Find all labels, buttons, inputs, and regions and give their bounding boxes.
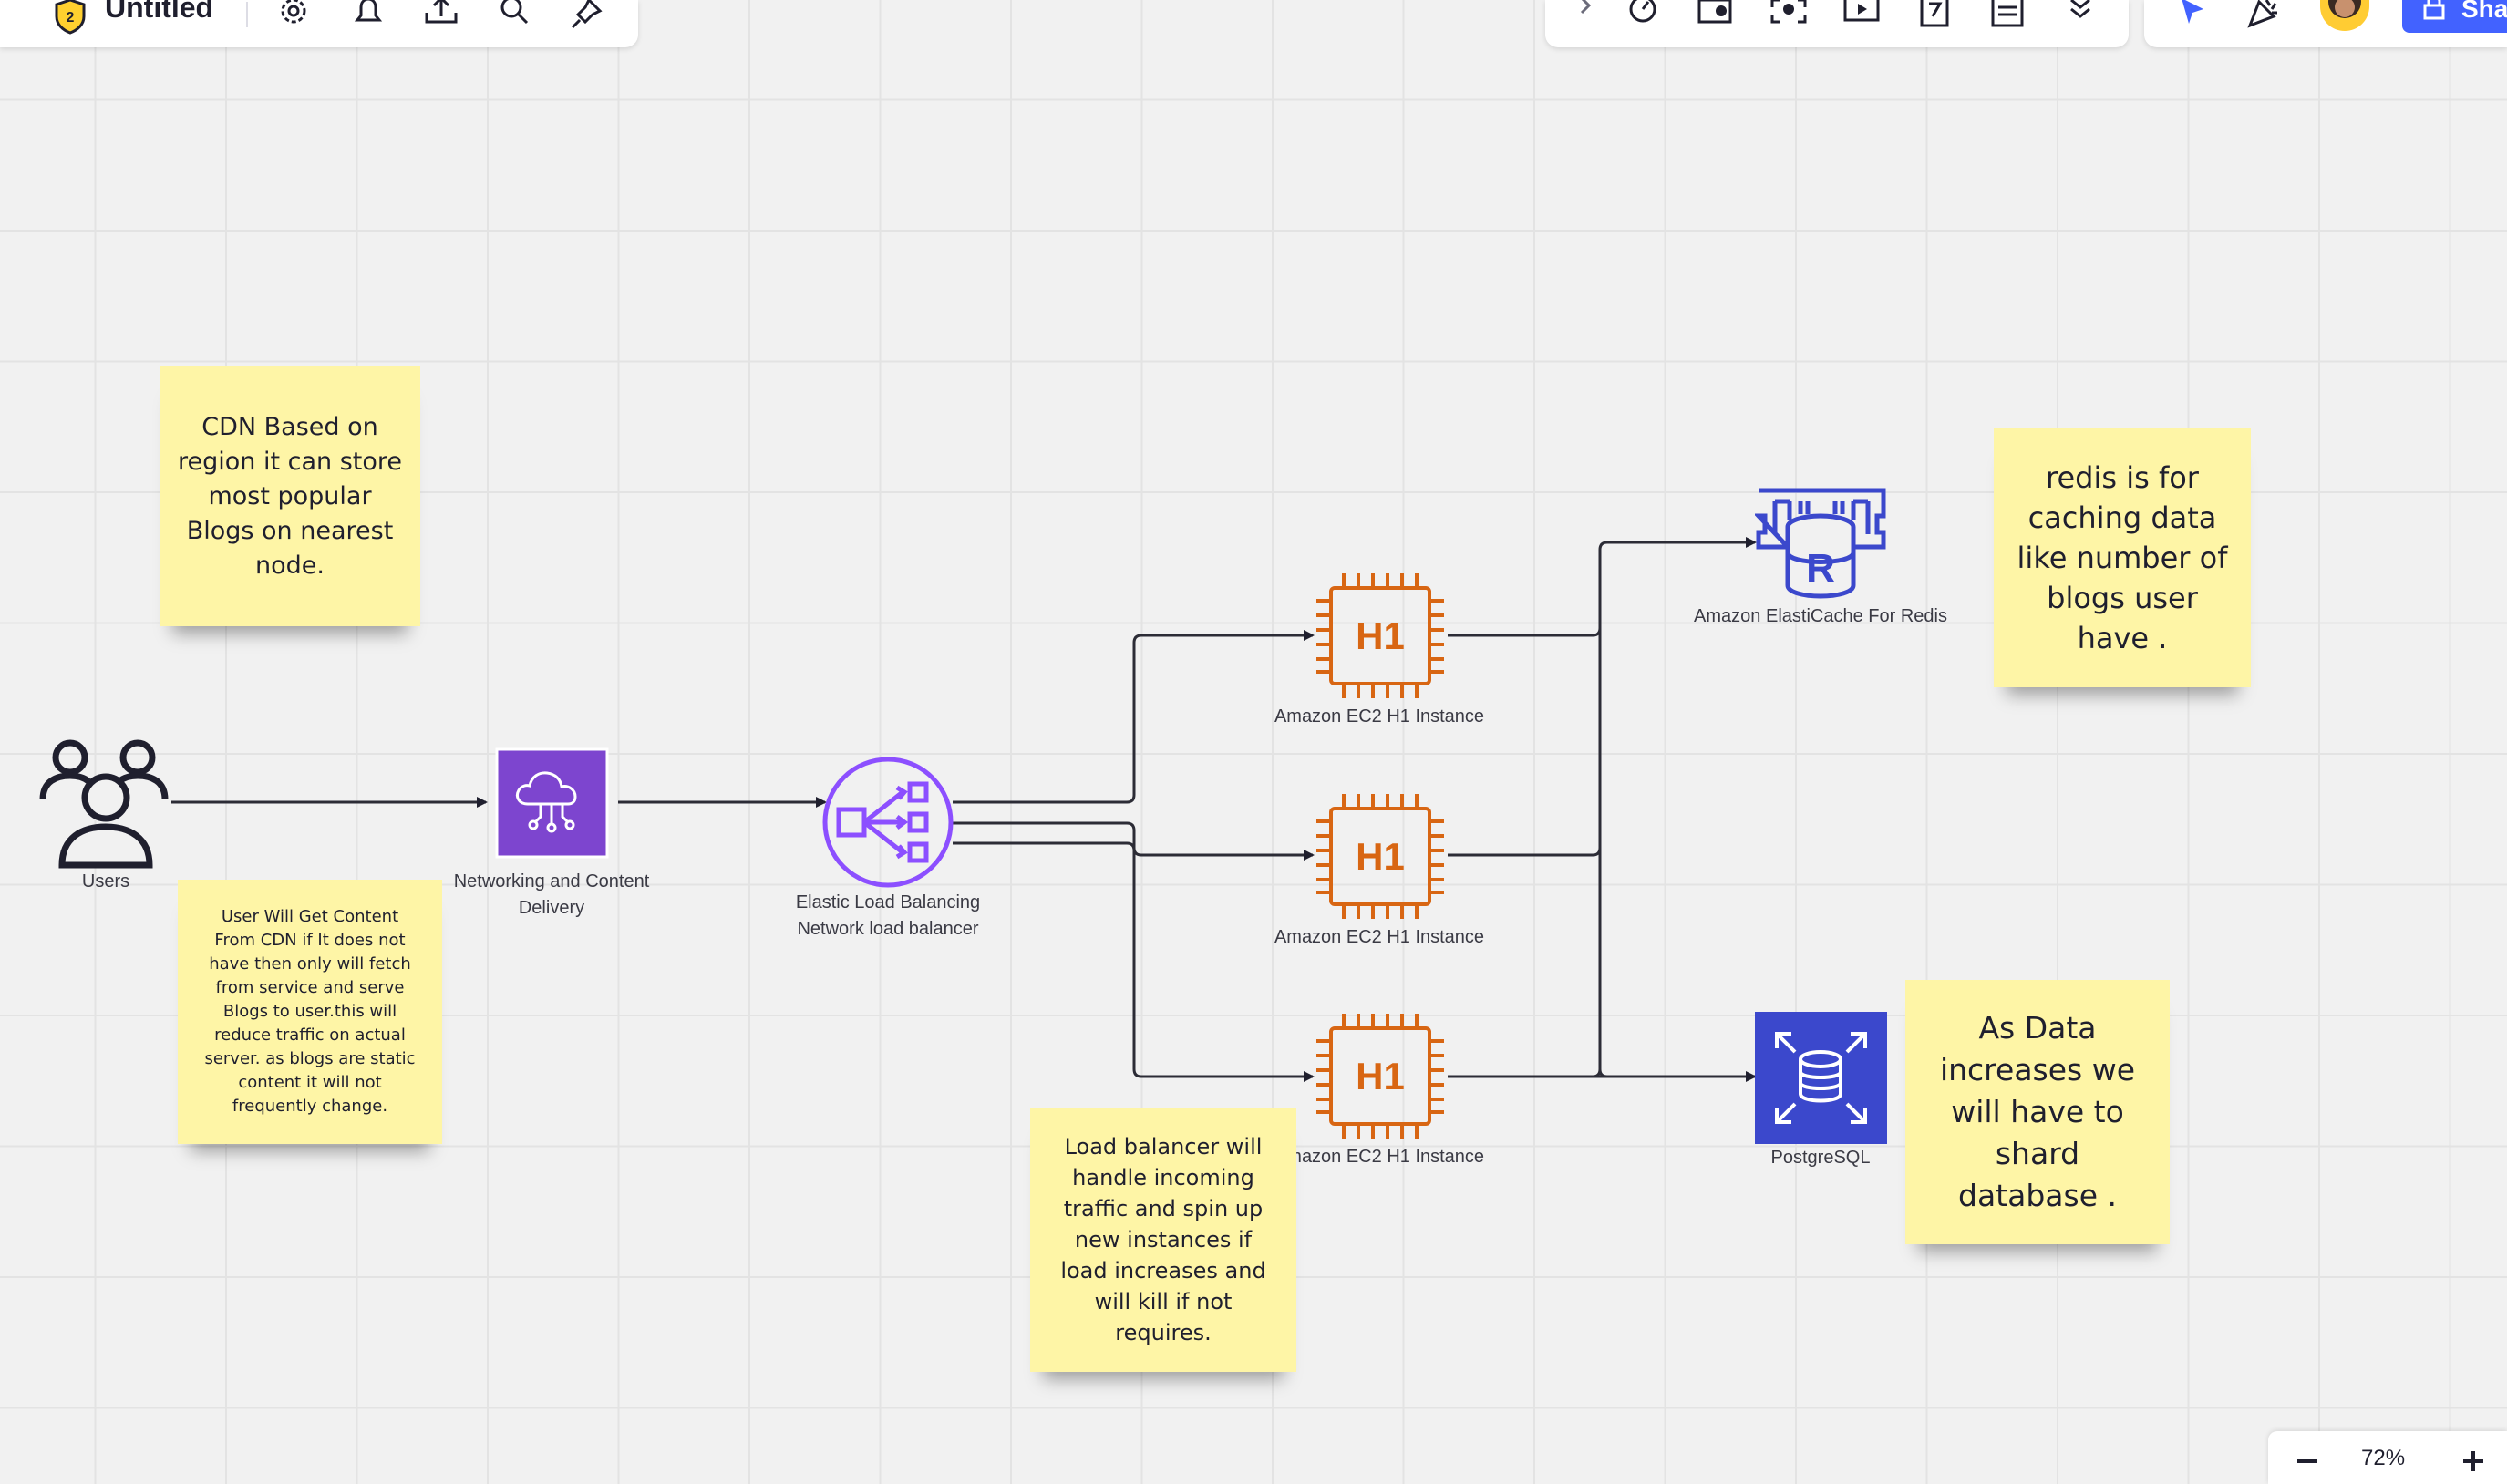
ec2-chip-text: H1 [1356,835,1405,878]
users-label: Users [81,871,130,891]
cdn-label: Networking and Content Delivery [453,871,650,918]
arrow-elb-to-ec2-2[interactable] [953,821,1315,861]
sticky-note-user[interactable]: User Will Get Content From CDN if It doe… [178,880,442,1144]
ec2-h1-chip-icon[interactable]: H1 [1313,1010,1448,1142]
ec2-h1-chip-icon[interactable]: H1 [1313,790,1448,922]
search-icon[interactable] [494,0,534,36]
chevron-down-icon[interactable] [2060,0,2100,36]
notes-icon[interactable] [1987,0,2027,36]
lock-icon [2423,0,2445,20]
zoom-in-icon[interactable] [2460,1448,2487,1475]
arrow-ec2-2-to-postgres[interactable] [1598,855,1608,1078]
ec2-3-label: Amazon EC2 H1 Instance [1274,1147,1485,1167]
cursor-icon[interactable] [2174,0,2214,36]
zoom-level[interactable]: 72% [2361,1446,2406,1470]
arrow-elb-to-ec2-3[interactable] [953,841,1315,1082]
ec2-chip-text: H1 [1356,1055,1405,1098]
arrow-ec2-2-to-redis[interactable] [1448,550,1602,857]
arrow-elb-to-ec2-1[interactable] [953,630,1315,804]
elb-label: Elastic Load Balancing Network load bala… [795,892,981,939]
load-balancer-icon[interactable] [820,755,955,890]
chevron-right-icon[interactable] [1573,0,1600,36]
plan-badge-icon[interactable]: 2 [50,0,90,36]
attention-icon[interactable] [1769,0,1809,36]
redis-label: Amazon ElastiCache For Redis [1694,606,1947,626]
timer-icon[interactable] [1623,0,1663,36]
zoom-controls: 72% [2268,1431,2507,1484]
voting-icon[interactable] [1696,0,1736,36]
sticky-note-database[interactable]: As Data increases we will have to shard … [1905,980,2170,1244]
celebrate-icon[interactable] [2244,0,2285,36]
ec2-2-label: Amazon EC2 H1 Instance [1274,927,1485,947]
redis-icon[interactable]: R [1755,483,1887,603]
toolbar-divider [246,2,248,27]
plan-badge-number: 2 [67,10,75,26]
users-icon[interactable] [36,734,173,871]
share-label: Share [2461,0,2507,23]
sticky-note-cdn[interactable]: CDN Based on region it can store most po… [160,366,420,626]
ec2-chip-text: H1 [1356,614,1405,657]
settings-icon[interactable] [273,0,314,36]
present-icon[interactable] [1842,0,1882,36]
ec2-h1-chip-icon[interactable]: H1 [1313,570,1448,702]
sticky-note-redis[interactable]: redis is for caching data like number of… [1994,428,2251,687]
export-icon[interactable] [421,0,461,36]
sticky-note-load-balancer[interactable]: Load balancer will handle incoming traff… [1030,1108,1296,1372]
svg-text:R: R [1806,546,1835,591]
arrow-ec2-3-to-redis[interactable] [1448,848,1602,1078]
pin-icon[interactable] [567,0,607,36]
bell-icon[interactable] [348,0,388,36]
collaboration-toolbar [1545,0,2129,47]
board-toolbar: 2 Untitled [0,0,638,47]
ec2-1-label: Amazon EC2 H1 Instance [1274,706,1485,727]
share-button[interactable]: Share [2402,0,2507,33]
postgres-label: PostgreSQL [1770,1148,1871,1168]
database-icon[interactable] [1755,1012,1887,1144]
cloud-network-icon[interactable] [495,747,609,859]
zoom-out-icon[interactable] [2294,1448,2321,1475]
timer-number-icon[interactable] [1914,0,1955,36]
board-title[interactable]: Untitled [105,0,214,24]
